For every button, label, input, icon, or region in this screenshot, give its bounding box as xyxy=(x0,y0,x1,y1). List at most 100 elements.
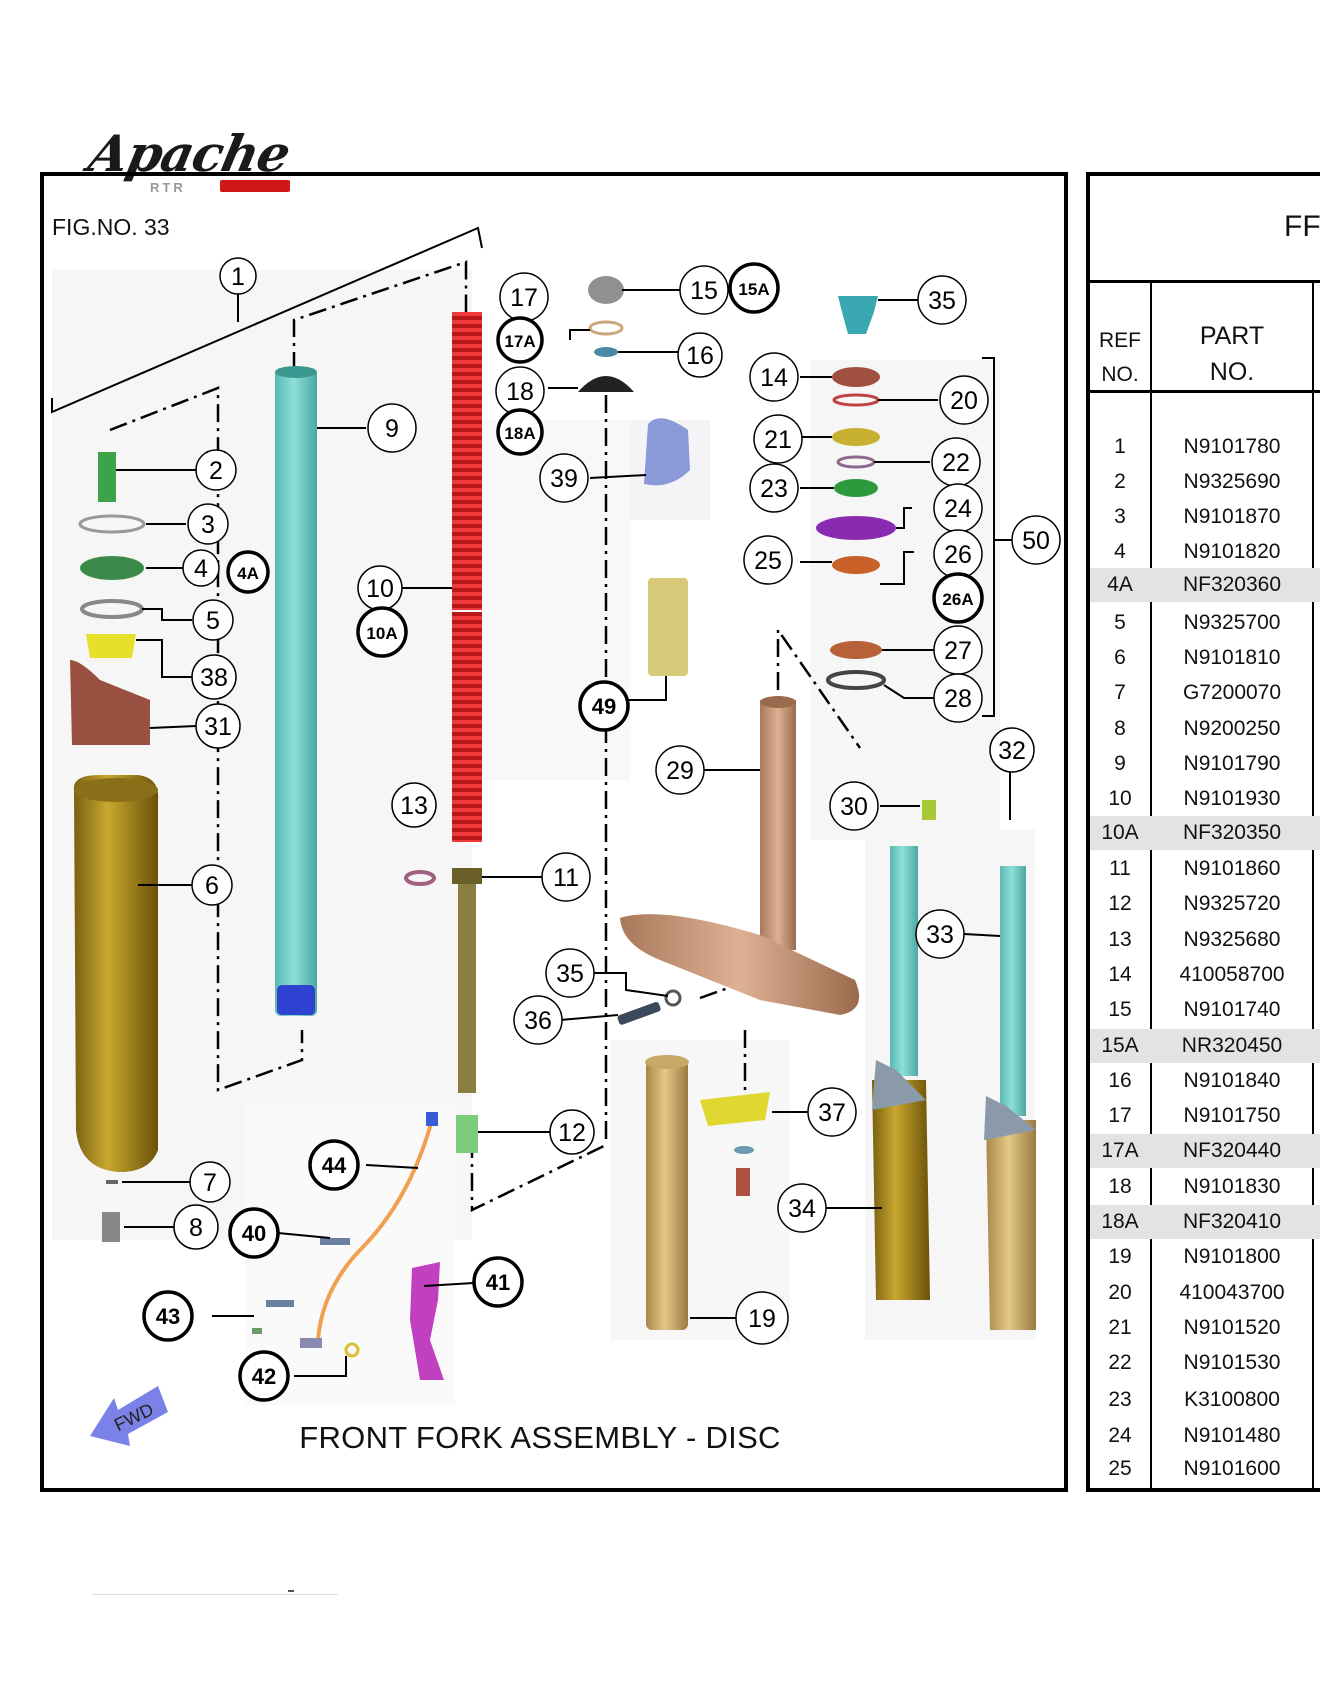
table-row: 18 N9101830 xyxy=(1090,1170,1320,1204)
part-no-cell: N9200250 xyxy=(1183,717,1281,740)
table-row: 8 N9200250 xyxy=(1090,712,1320,746)
svg-text:30: 30 xyxy=(840,793,868,821)
svg-text:26: 26 xyxy=(944,541,972,569)
part-no-cell: N9101480 xyxy=(1183,1424,1281,1447)
callout-7: 7 xyxy=(189,1161,231,1203)
svg-text:11: 11 xyxy=(553,864,579,892)
svg-text:37: 37 xyxy=(818,1099,846,1127)
callouts-thin: 1 2 3 4 5 38 31 6 7 8 9 10 13 11 12 17 1… xyxy=(173,257,1061,1345)
part-39 xyxy=(644,418,690,486)
part-43 xyxy=(252,1328,262,1334)
steering-stem-29 xyxy=(760,700,796,950)
callout-20: 20 xyxy=(939,375,989,425)
callout-27: 27 xyxy=(933,625,983,675)
ref-no-cell: 16 xyxy=(1108,1069,1132,1092)
svg-text:17A: 17A xyxy=(504,332,535,351)
callout-2: 2 xyxy=(195,449,237,491)
callout-17a: 17A xyxy=(496,316,544,364)
part-no-cell: N9101780 xyxy=(1183,435,1281,458)
bracket-41 xyxy=(410,1262,444,1380)
part-no-cell: N9101750 xyxy=(1183,1104,1281,1127)
callout-21: 21 xyxy=(753,414,803,464)
ref-no-cell: 15A xyxy=(1101,1034,1139,1057)
part-2 xyxy=(98,452,116,502)
svg-text:4A: 4A xyxy=(237,564,259,583)
logo-model: RTR xyxy=(150,180,186,195)
callout-35: 35 xyxy=(545,948,595,998)
table-row: 25 N9101600 xyxy=(1090,1452,1320,1486)
part-24 xyxy=(816,516,896,540)
callout-41: 41 xyxy=(472,1256,524,1308)
svg-text:18A: 18A xyxy=(504,424,535,443)
callout-18a: 18A xyxy=(496,408,544,456)
svg-text:23: 23 xyxy=(760,475,788,503)
ref-no-cell: 8 xyxy=(1114,717,1126,740)
ref-no-cell: 18 xyxy=(1108,1175,1132,1198)
svg-text:44: 44 xyxy=(322,1153,347,1178)
callout-49: 49 xyxy=(578,680,630,732)
svg-text:15: 15 xyxy=(690,277,718,305)
title-divider xyxy=(1090,280,1320,283)
part-no-cell: N9101830 xyxy=(1183,1175,1281,1198)
part-no-cell: N9101840 xyxy=(1183,1069,1281,1092)
bracket-1 xyxy=(51,226,483,414)
svg-text:32: 32 xyxy=(998,737,1026,765)
svg-text:41: 41 xyxy=(486,1270,510,1295)
svg-text:42: 42 xyxy=(252,1364,276,1389)
callout-13: 13 xyxy=(391,782,437,828)
part-13 xyxy=(404,870,436,886)
callout-15: 15 xyxy=(679,265,729,315)
part-no-cell: N9101600 xyxy=(1183,1457,1281,1480)
part-no-cell: K3100800 xyxy=(1184,1388,1280,1411)
rebound-spring-12 xyxy=(456,1115,478,1153)
svg-text:34: 34 xyxy=(788,1195,816,1223)
part-no-cell: N9101820 xyxy=(1183,540,1281,563)
svg-text:40: 40 xyxy=(242,1221,266,1246)
callout-26: 26 xyxy=(933,529,983,579)
callout-34: 34 xyxy=(777,1183,827,1233)
part-18 xyxy=(578,376,634,392)
callout-8: 8 xyxy=(173,1204,219,1250)
ref-no-cell: 25 xyxy=(1108,1457,1132,1480)
callout-17: 17 xyxy=(499,272,549,322)
part-no-cell: 410058700 xyxy=(1179,963,1285,986)
part-14 xyxy=(832,367,880,387)
part-no-cell: NF320350 xyxy=(1182,821,1282,844)
ref-no-cell: 5 xyxy=(1114,611,1126,634)
callout-36: 36 xyxy=(513,995,563,1045)
callout-33: 33 xyxy=(915,909,965,959)
callout-6: 6 xyxy=(191,864,233,906)
callout-1: 1 xyxy=(219,257,257,295)
callout-25: 25 xyxy=(743,535,793,585)
figure-number: FIG.NO. 33 xyxy=(52,214,170,240)
svg-text:13: 13 xyxy=(400,792,428,820)
callout-4a: 4A xyxy=(226,550,270,594)
svg-text:36: 36 xyxy=(524,1007,552,1035)
part-25 xyxy=(832,556,880,574)
svg-text:9: 9 xyxy=(385,415,399,443)
callout-9: 9 xyxy=(367,403,417,453)
callouts-bold: 4A 10A 17A 18A 15A 26A 49 44 40 43 42 41 xyxy=(142,262,984,1402)
part-15 xyxy=(588,276,624,304)
ref-no-cell: 24 xyxy=(1108,1424,1132,1447)
part-27 xyxy=(830,641,882,659)
ref-no-cell: 17 xyxy=(1108,1104,1132,1127)
logo-badge xyxy=(220,180,290,192)
ref-no-cell: 12 xyxy=(1108,892,1132,915)
svg-text:43: 43 xyxy=(156,1304,180,1329)
ref-no-cell: 11 xyxy=(1109,857,1131,880)
callout-39: 39 xyxy=(539,453,589,503)
part-4 xyxy=(80,556,144,580)
callout-12: 12 xyxy=(549,1109,595,1155)
